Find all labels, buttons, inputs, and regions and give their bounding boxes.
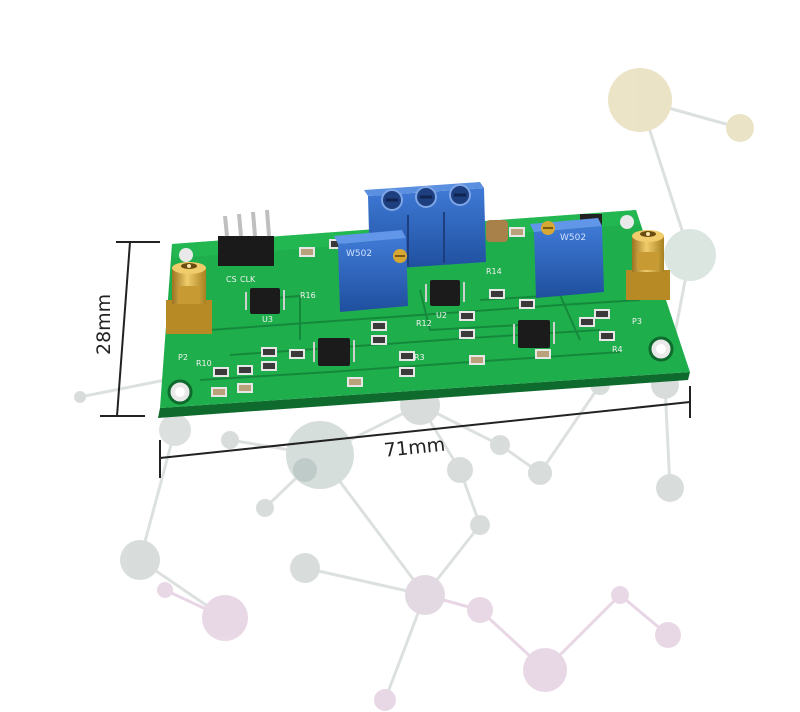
pin-header <box>218 209 274 266</box>
pot-label-left: W502 <box>346 249 372 259</box>
sma-connector-left <box>166 262 212 334</box>
silk-r16: R16 <box>300 291 316 300</box>
silk-r4: R4 <box>612 345 623 354</box>
silk-r10: R10 <box>196 359 212 368</box>
silk-clk: CLK <box>240 275 256 284</box>
silk-p1: P2 <box>178 353 188 362</box>
silk-u2: U3 <box>262 315 273 324</box>
silk-r14: R14 <box>486 267 502 276</box>
network-background <box>74 68 754 711</box>
height-dimension-label: 28mm <box>93 293 115 355</box>
ic-chips <box>250 280 550 366</box>
silk-cs-clk: CS <box>226 275 237 284</box>
potentiometer-left <box>334 230 408 312</box>
mounting-holes <box>167 215 674 405</box>
silk-u1: U2 <box>436 311 447 320</box>
silk-p2: P3 <box>632 317 642 326</box>
potentiometer-right <box>530 218 604 298</box>
silkscreen: CS CLK R16 R14 R12 R10 R3 R4 P2 P3 U3 U2 <box>178 267 642 368</box>
pcb-board: CS CLK R16 R14 R12 R10 R3 R4 P2 P3 U3 U2 <box>158 182 690 418</box>
width-dimension-line <box>159 386 691 478</box>
silk-r5: R3 <box>414 353 425 362</box>
silk-r12: R12 <box>416 319 432 328</box>
pot-label-right: W502 <box>560 233 586 243</box>
sma-connector-right <box>626 230 670 300</box>
height-dimension-line <box>100 241 160 417</box>
